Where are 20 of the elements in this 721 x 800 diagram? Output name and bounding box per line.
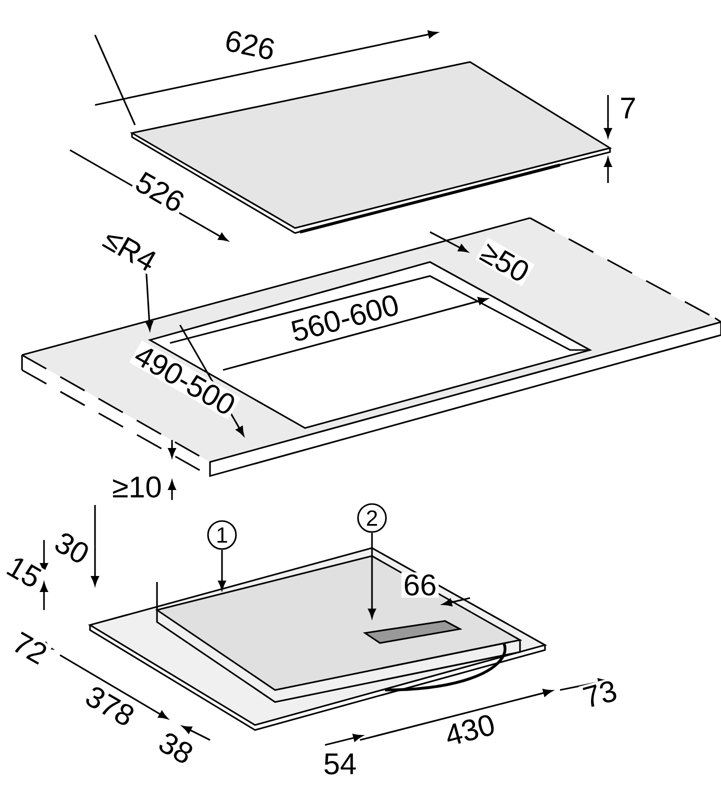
- dimension-label: 72: [8, 628, 52, 668]
- dimension-label: ≤R4: [98, 224, 162, 276]
- dimension-label: 54: [321, 752, 359, 776]
- dimension-label: 30: [50, 528, 94, 568]
- dimension-label: ≥10: [110, 474, 164, 500]
- dimension-label: 526: [130, 168, 190, 216]
- leader-line: [368, 532, 376, 618]
- dimension-label: 378: [80, 682, 140, 730]
- dimension-label: 73: [578, 676, 622, 712]
- dimension-label: 560-600: [286, 291, 404, 345]
- dimension-label: 626: [220, 27, 280, 63]
- dimension-label: ≥50: [475, 238, 535, 286]
- dimension-label: 15: [2, 552, 46, 592]
- dimension-label: 430: [440, 710, 500, 750]
- dimension-label: 38: [154, 728, 198, 768]
- callout-number: 1: [207, 520, 237, 550]
- leader-line: [218, 550, 226, 590]
- dimension-label: 7: [618, 96, 638, 120]
- callout-number: 2: [357, 503, 387, 533]
- dimension-label: 66: [401, 572, 439, 598]
